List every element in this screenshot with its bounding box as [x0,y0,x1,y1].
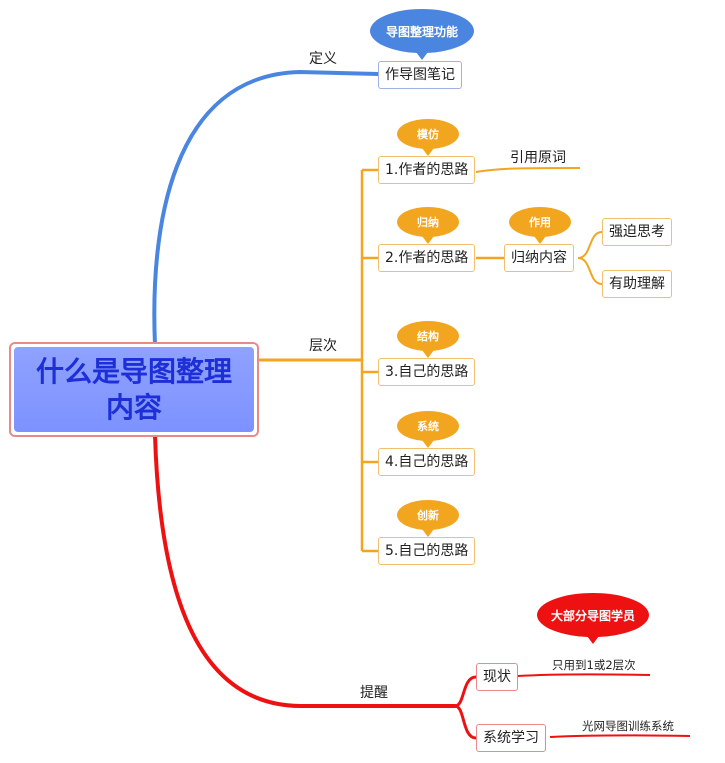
branch-label-reminder: 提醒 [360,685,388,701]
callout-summary-text: 作用 [529,216,551,229]
root-node-fill: 什么是导图整理内容 [14,347,254,432]
note-level-1: 引用原词 [510,150,566,166]
callout-level-1-text: 模仿 [417,128,439,141]
root-title: 什么是导图整理内容 [35,354,232,424]
callout-level-4-text: 系统 [417,420,439,433]
node-level-1[interactable]: 1.作者的思路 [378,156,476,184]
note-line-system [549,734,691,738]
node-system-learning[interactable]: 系统学习 [476,724,546,752]
branch-label-definition: 定义 [309,51,337,67]
branch-label-levels: 层次 [309,338,337,354]
node-mindmap-notes[interactable]: 作导图笔记 [378,61,462,89]
note-system-learning: 光网导图训练系统 [582,719,674,733]
node-summary-content[interactable]: 归纳内容 [504,244,574,272]
branch-line-reminder [153,433,457,708]
callout-level-3: 结构 [397,321,459,358]
node-force-thinking[interactable]: 强迫思考 [602,218,672,246]
callout-definition-text: 导图整理功能 [385,24,458,39]
node-level-4[interactable]: 4.自己的思路 [378,448,476,476]
note-line-quote [475,167,581,173]
callout-definition: 导图整理功能 [370,9,474,60]
callout-level-5: 创新 [397,500,459,537]
callout-status-text: 大部分导图学员 [550,608,635,623]
root-node[interactable]: 什么是导图整理内容 [9,342,259,437]
callout-level-4: 系统 [397,411,459,448]
callout-level-2-text: 归纳 [417,216,439,229]
callout-level-3-text: 结构 [417,330,439,343]
callout-level-2: 归纳 [397,207,459,244]
node-level-2[interactable]: 2.作者的思路 [378,244,476,272]
note-line-status [517,673,651,677]
note-status: 只用到1或2层次 [552,658,636,672]
callout-summary: 作用 [509,207,571,244]
callout-status: 大部分导图学员 [537,593,649,644]
node-status[interactable]: 现状 [476,663,518,691]
line-summary-children [577,231,603,285]
node-level-5[interactable]: 5.自己的思路 [378,537,476,565]
callout-level-1: 模仿 [397,119,459,156]
branch-line-definition [152,69,380,347]
node-level-3[interactable]: 3.自己的思路 [378,358,476,386]
reminder-children-lines [454,675,477,740]
callout-level-5-text: 创新 [417,509,439,522]
node-aid-understanding[interactable]: 有助理解 [602,270,672,298]
